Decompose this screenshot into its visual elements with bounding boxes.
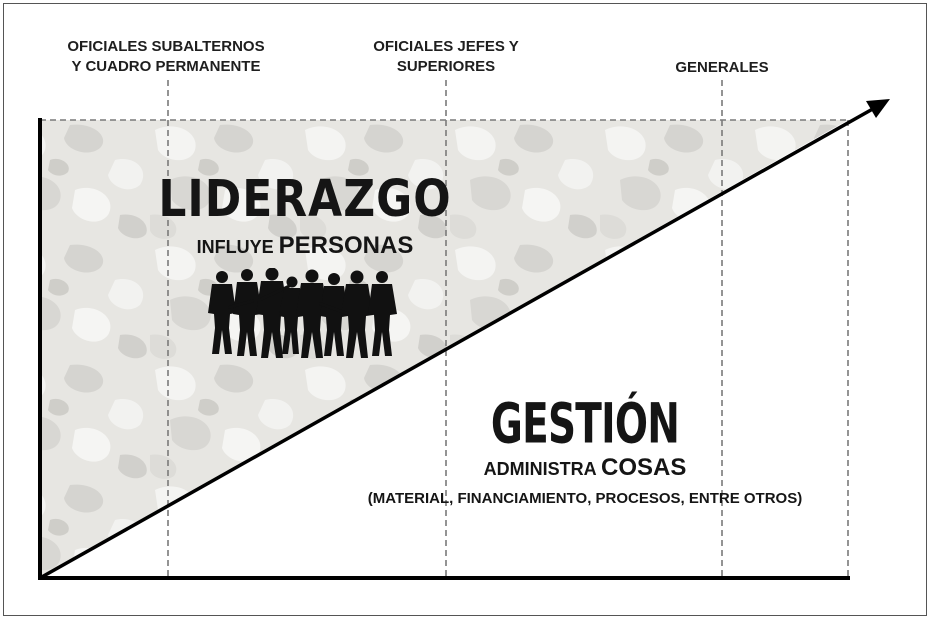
label-oficiales-jefes: OFICIALES JEFES Y SUPERIORES <box>338 37 554 77</box>
subtitle-large: PERSONAS <box>278 232 414 259</box>
subtitle-large: COSAS <box>600 454 687 481</box>
soldiers-silhouette-icon <box>208 268 397 358</box>
leadership-subtitle: INFLUYE PERSONAS <box>150 232 460 260</box>
label-line: GENERALES <box>675 59 769 76</box>
management-note: (MATERIAL, FINANCIAMIENTO, PROCESOS, ENT… <box>367 490 803 507</box>
diagonal-arrow-line <box>39 104 879 580</box>
subtitle-small: INFLUYE <box>196 237 279 257</box>
subtitle-small: ADMINISTRA <box>483 459 601 479</box>
label-oficiales-subalternos: OFICIALES SUBALTERNOS Y CUADRO PERMANENT… <box>40 37 292 77</box>
label-generales: GENERALES <box>620 58 824 78</box>
label-line: OFICIALES SUBALTERNOS <box>67 38 265 55</box>
leadership-title: LIDERAZGO <box>158 170 452 229</box>
management-title: GESTIÓN <box>490 392 680 456</box>
label-line: OFICIALES JEFES Y <box>373 38 519 55</box>
management-subtitle: ADMINISTRA COSAS <box>420 454 750 482</box>
label-line: Y CUADRO PERMANENTE <box>71 58 261 75</box>
label-line: SUPERIORES <box>396 58 496 75</box>
arrow-head-icon <box>866 99 890 118</box>
